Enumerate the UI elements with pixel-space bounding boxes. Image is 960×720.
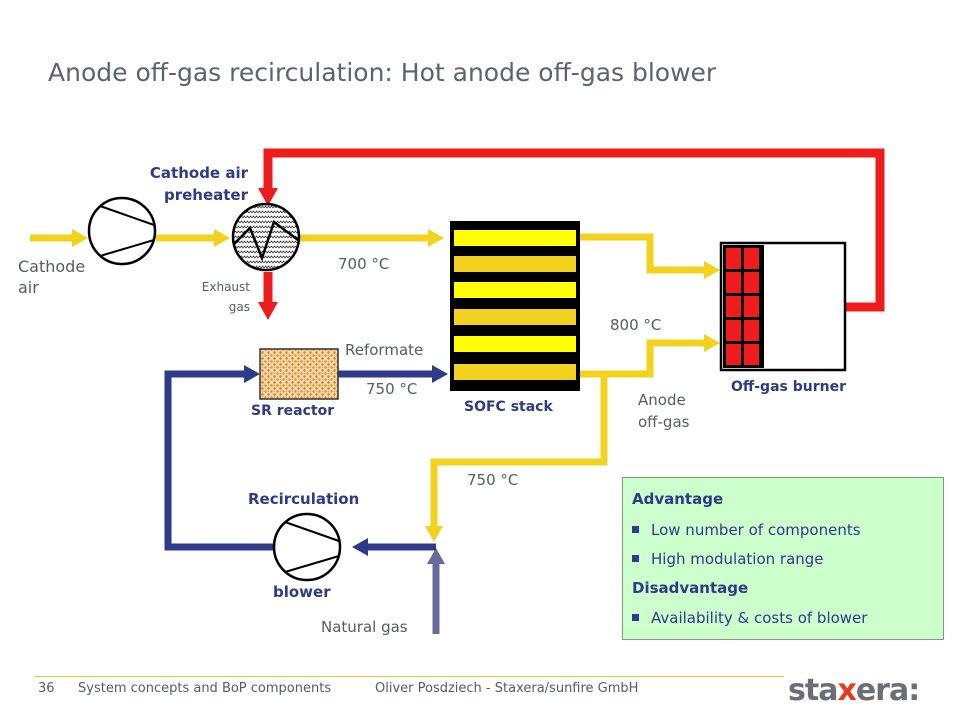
advantage-heading: Advantage (632, 490, 724, 508)
recirculation-blower (272, 512, 342, 582)
logo-x-mark: x (837, 673, 856, 708)
temperature-800-label: 800 °C (610, 316, 662, 334)
bullet-icon (632, 555, 639, 562)
cathode-air-label-line1: Cathode (18, 257, 86, 276)
logo-text-1: sta (788, 673, 838, 708)
sr-reactor-label: SR reactor (251, 403, 335, 419)
disadvantage-item-1: Availability & costs of blower (632, 609, 867, 627)
exhaust-gas-arrow (258, 272, 278, 320)
reformate-to-stack-arrow (338, 365, 448, 383)
recirculation-label: Recirculation (248, 490, 360, 508)
cathode-air-label-line2: air (18, 278, 39, 297)
exhaust-gas-label-line1: Exhaust (201, 280, 250, 294)
anode-offgas-label-line1: Anode (638, 391, 686, 409)
natural-gas-label: Natural gas (321, 618, 408, 636)
advantage-item-2-text: High modulation range (651, 550, 824, 568)
footer-divider (34, 676, 784, 677)
logo-suffix: : (908, 673, 920, 708)
disadvantage-item-1-text: Availability & costs of blower (651, 609, 868, 627)
off-gas-burner-label: Off-gas burner (731, 379, 846, 395)
logo-text-2: era (855, 673, 909, 708)
sofc-stack (450, 221, 580, 391)
cathode-exhaust-to-burner-arrow (580, 233, 720, 279)
exhaust-gas-label-line2: gas (228, 300, 250, 314)
sr-reactor (259, 348, 339, 400)
temperature-750-reformate-label: 750 °C (366, 380, 418, 398)
off-gas-burner (719, 241, 847, 372)
footer-author: Oliver Posdziech - Staxera/sunfire GmbH (375, 681, 639, 696)
natural-gas-arrow (427, 548, 445, 634)
advantage-item-1: Low number of components (632, 521, 861, 539)
blower-label: blower (273, 583, 331, 601)
exhaust-gas-label: Exhaust gas (180, 277, 250, 317)
bullet-icon (632, 614, 639, 621)
cathode-air-preheater-label-line1: Cathode air (149, 164, 248, 182)
advantage-item-1-text: Low number of components (651, 521, 861, 539)
recirculation-flow-line (164, 365, 436, 556)
slide-title: Anode off-gas recirculation: Hot anode o… (48, 58, 717, 87)
cathode-air-label: Cathode air (18, 256, 85, 298)
cathode-air-preheater-label: Cathode air preheater (110, 162, 248, 206)
bullet-icon (632, 526, 639, 533)
page-number: 36 (38, 681, 55, 696)
burner-exhaust-line (258, 148, 885, 312)
cathode-air-inlet-arrow (30, 229, 88, 247)
reformate-label: Reformate (345, 341, 424, 359)
anode-offgas-label: Anode off-gas (638, 389, 689, 433)
cathode-air-compressor (87, 196, 157, 266)
temperature-750-recirculation-label: 750 °C (467, 471, 519, 489)
compressor-to-preheater-arrow (156, 229, 230, 247)
sofc-stack-label: SOFC stack (464, 399, 553, 415)
anode-offgas-label-line2: off-gas (638, 413, 690, 431)
anode-recirculation-branch (425, 374, 608, 542)
temperature-700-label: 700 °C (338, 255, 390, 273)
advantage-item-2: High modulation range (632, 550, 824, 568)
staxera-logo: staxera: (788, 673, 920, 708)
preheater-to-stack-arrow (300, 229, 444, 247)
pros-cons-box: Advantage Low number of components High … (622, 477, 944, 640)
disadvantage-heading: Disadvantage (632, 579, 749, 597)
cathode-air-preheater (231, 202, 301, 272)
anode-offgas-to-burner-arrow (580, 334, 720, 378)
footer-section: System concepts and BoP components (78, 681, 332, 696)
cathode-air-preheater-label-line2: preheater (163, 186, 248, 204)
